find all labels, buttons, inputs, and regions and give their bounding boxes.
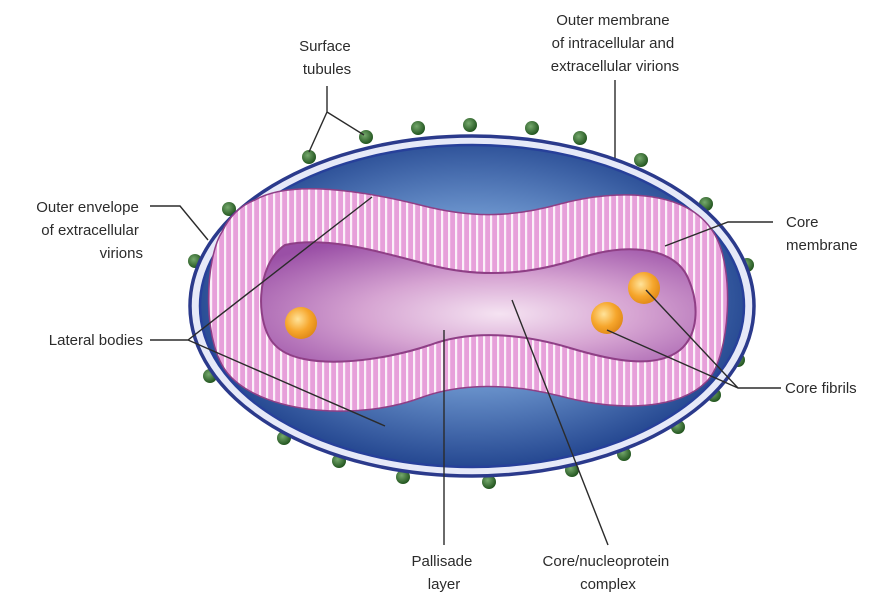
label-surface-tubules: Surface tubules	[299, 38, 355, 78]
tubule-dot	[573, 131, 587, 145]
label-outer-membrane: Outer membrane of intracellular and extr…	[551, 12, 679, 75]
label-core-membrane: Core membrane	[786, 214, 858, 254]
tubule-dot	[463, 118, 477, 132]
tubule-dot	[359, 130, 373, 144]
label-core-fibrils: Core fibrils	[785, 380, 857, 397]
tubule-dot	[634, 153, 648, 167]
label-pallisade-layer: Pallisade layer	[411, 553, 476, 593]
label-lateral-bodies: Lateral bodies	[49, 332, 143, 349]
leader-outer-envelope	[150, 206, 208, 240]
leader-surface-tubules	[309, 86, 364, 152]
core-fibril-ball	[591, 302, 623, 334]
tubule-dot	[411, 121, 425, 135]
core-fibril-ball	[285, 307, 317, 339]
label-core-nucleoprotein-complex: Core/nucleoprotein complex	[543, 553, 674, 593]
tubule-dot	[302, 150, 316, 164]
tubule-dot	[525, 121, 539, 135]
label-outer-envelope: Outer envelope of extracellular virions	[36, 199, 143, 262]
